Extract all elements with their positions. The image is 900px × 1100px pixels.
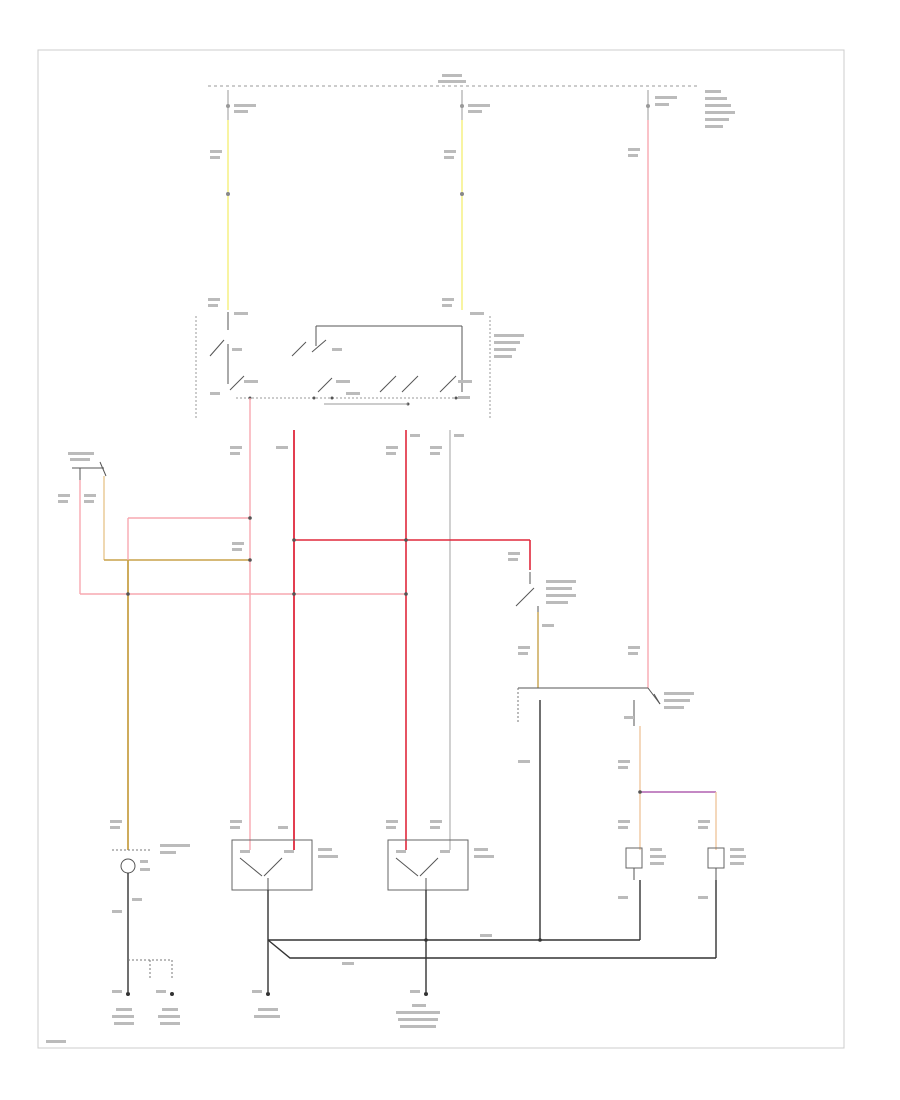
splice-icon — [404, 538, 408, 542]
splice-icon — [248, 558, 252, 562]
combination-switch — [195, 312, 491, 420]
left-headlamp — [231, 839, 338, 891]
left-fog-lamp — [618, 847, 666, 899]
splice-icon — [460, 192, 464, 196]
splice-icon — [538, 938, 542, 942]
passing-switch-labels — [508, 552, 576, 655]
splice-label — [232, 542, 244, 551]
switch-icon — [379, 375, 419, 393]
splice-icon — [126, 592, 130, 596]
splice-icon — [292, 592, 296, 596]
switch-icon — [291, 339, 333, 393]
relay — [517, 687, 661, 940]
wire-labels-mid — [230, 434, 464, 455]
fuse-center — [460, 90, 464, 120]
switch-icon — [209, 312, 245, 391]
relay-wire-labels — [618, 760, 630, 769]
bottom-labels — [110, 820, 710, 829]
footer-tag — [46, 1040, 66, 1043]
ground-bus-2 — [267, 939, 716, 959]
splice-icon — [404, 592, 408, 596]
ground-bus-labels — [342, 934, 492, 965]
ground-icon — [126, 980, 130, 996]
splice-icon — [424, 938, 428, 942]
lamp-icon — [120, 858, 136, 874]
ground-icon — [170, 992, 174, 996]
combination-switch-labels — [210, 312, 524, 399]
relay-labels — [518, 646, 694, 763]
left-switch — [58, 452, 107, 503]
splice-icon — [226, 192, 230, 196]
splice-icon — [638, 790, 642, 794]
ground-labels — [112, 990, 440, 1028]
indicator-lamp — [112, 844, 190, 980]
switch-icon — [439, 366, 463, 393]
right-headlamp — [387, 839, 494, 891]
fuse-left — [226, 90, 230, 120]
splice-icon — [292, 538, 296, 542]
right-fog-lamp — [698, 847, 746, 899]
fuse-right — [646, 90, 650, 120]
passing-switch — [515, 572, 539, 612]
diagram-frame — [37, 49, 845, 1049]
splice-icon — [248, 516, 252, 520]
ground-icon — [266, 980, 270, 996]
fuse-labels — [208, 90, 735, 307]
bus-label — [438, 74, 466, 83]
ground-icon — [424, 980, 428, 996]
